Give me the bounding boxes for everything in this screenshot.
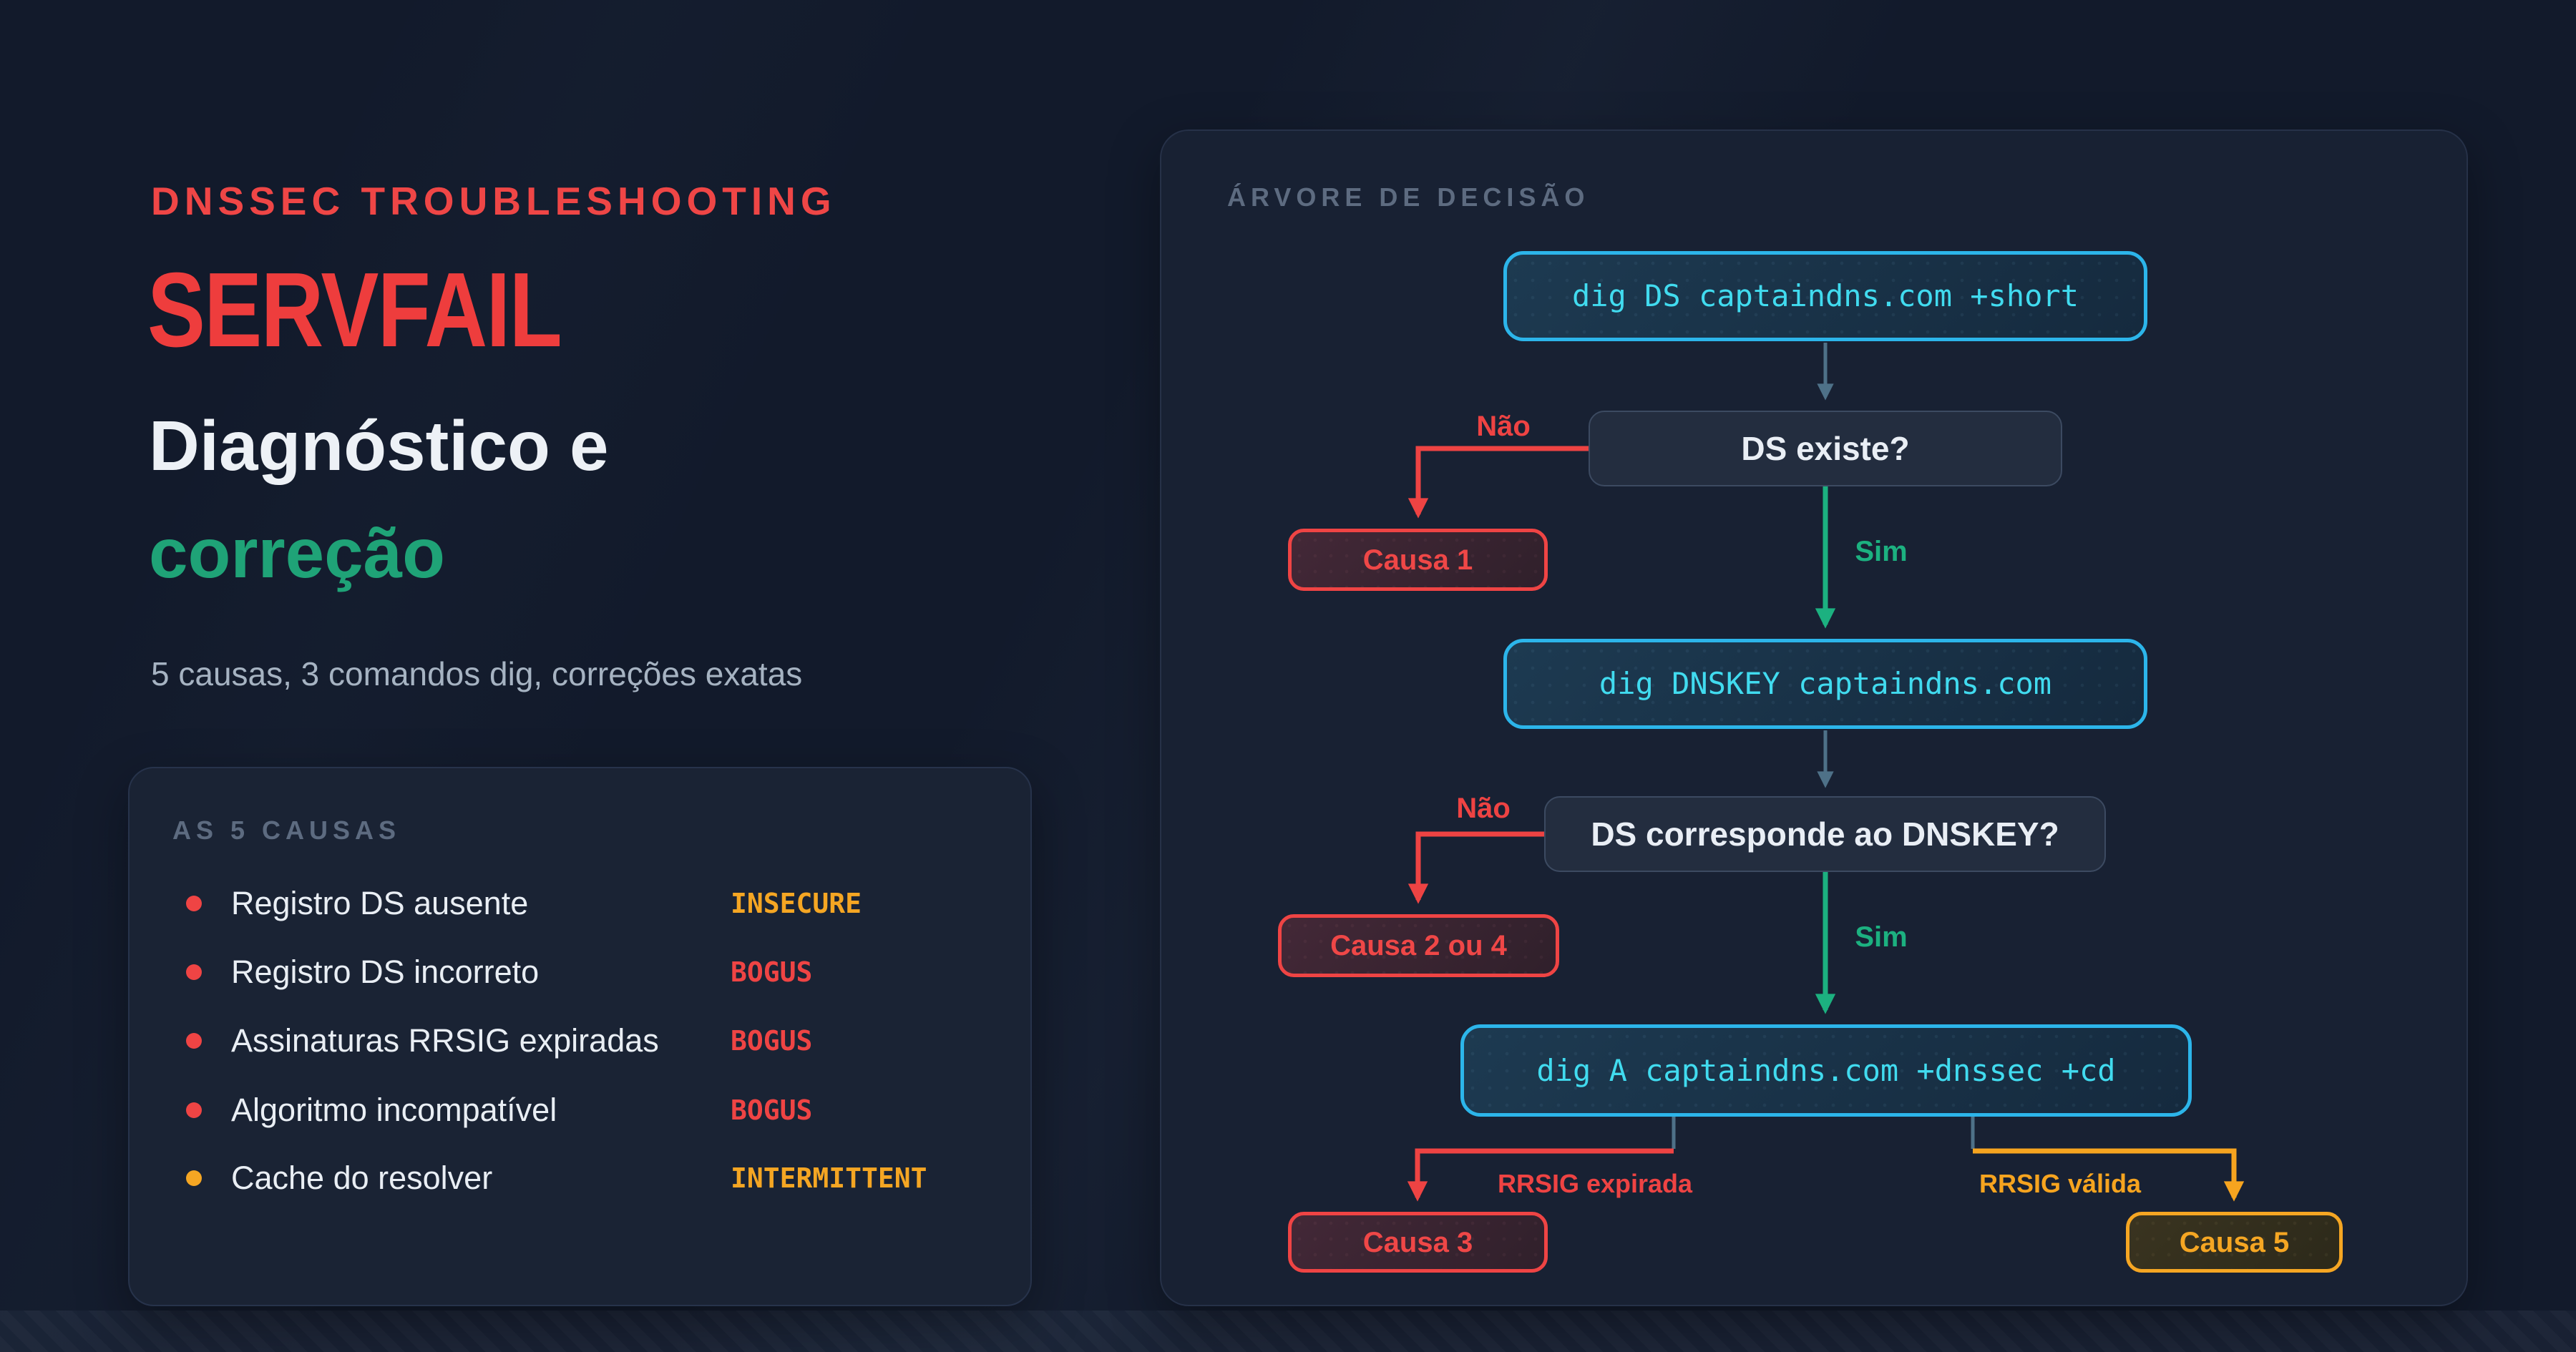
tree-connectors [1407, 343, 2245, 1202]
connector-no-1 [1407, 446, 1589, 519]
node-cause-3: Causa 3 [1288, 1212, 1548, 1273]
connector-rrsig-expired [1407, 1148, 1674, 1202]
bullet-icon [186, 1033, 202, 1049]
cause-label: Algoritmo incompatível [231, 1092, 557, 1128]
cause-row-2: Registro DS incorreto BOGUS [172, 949, 987, 995]
branch-label-yes-1: Sim [1855, 536, 1908, 567]
branch-label-yes-2: Sim [1855, 921, 1908, 953]
cause-label: Registro DS incorreto [231, 954, 540, 990]
hero-tagline: 5 causas, 3 comandos dig, correções exat… [151, 655, 803, 692]
decision-tree-panel: ÁRVORE DE DECISÃO [1160, 129, 2468, 1306]
branch-label-no-2: Não [1456, 793, 1511, 824]
causes-card: AS 5 CAUSAS Registro DS ausente INSECURE… [128, 767, 1032, 1306]
hero-subtitle-line1: Diagnóstico e [149, 406, 609, 485]
branch-label-rrsig-valid: RRSIG válida [1979, 1169, 2142, 1198]
hero-title: SERVFAIL [147, 251, 562, 369]
bullet-icon [186, 896, 202, 911]
cause-status-badge: BOGUS [731, 1025, 813, 1057]
bullet-icon [186, 1102, 202, 1118]
cause-row-5: Cache do resolver INTERMITTENT [172, 1155, 987, 1201]
node-command-dig-dnskey: dig DNSKEY captaindns.com [1503, 639, 2147, 729]
cause-status-badge: BOGUS [731, 1094, 813, 1126]
node-question-ds-matches-dnskey: DS corresponde ao DNSKEY? [1544, 796, 2106, 872]
node-question-ds-exists: DS existe? [1589, 411, 2062, 486]
cause-row-1: Registro DS ausente INSECURE [172, 881, 987, 926]
connector-rrsig-valid [1973, 1148, 2245, 1202]
connector-no-2 [1407, 831, 1544, 904]
causes-card-header: AS 5 CAUSAS [172, 815, 401, 845]
branch-label-rrsig-expired: RRSIG expirada [1497, 1169, 1693, 1198]
node-cause-5: Causa 5 [2126, 1212, 2343, 1273]
cause-row-3: Assinaturas RRSIG expiradas BOGUS [172, 1018, 987, 1064]
cause-row-4: Algoritmo incompatível BOGUS [172, 1087, 987, 1133]
cause-label: Assinaturas RRSIG expiradas [231, 1022, 659, 1059]
node-command-dig-a-dnssec: dig A captaindns.com +dnssec +cd [1460, 1024, 2192, 1117]
cause-status-badge: INSECURE [731, 888, 862, 919]
hero-kicker: DNSSEC TROUBLESHOOTING [151, 179, 836, 223]
decision-tree-header: ÁRVORE DE DECISÃO [1227, 182, 1590, 212]
cause-status-badge: INTERMITTENT [731, 1162, 927, 1194]
bullet-icon [186, 1170, 202, 1186]
node-command-dig-ds: dig DS captaindns.com +short [1503, 251, 2147, 341]
hero-subtitle-line2: correção [149, 514, 446, 592]
footer-texture-band [0, 1311, 2576, 1352]
branch-label-no-1: Não [1476, 411, 1531, 442]
cause-status-badge: BOGUS [731, 956, 813, 988]
bullet-icon [186, 964, 202, 980]
node-cause-2-or-4: Causa 2 ou 4 [1278, 914, 1559, 977]
node-cause-1: Causa 1 [1288, 529, 1548, 591]
cause-label: Registro DS ausente [231, 885, 529, 921]
cause-label: Cache do resolver [231, 1160, 493, 1196]
decision-tree: dig DS captaindns.com +short DS existe? … [1161, 131, 2467, 1305]
